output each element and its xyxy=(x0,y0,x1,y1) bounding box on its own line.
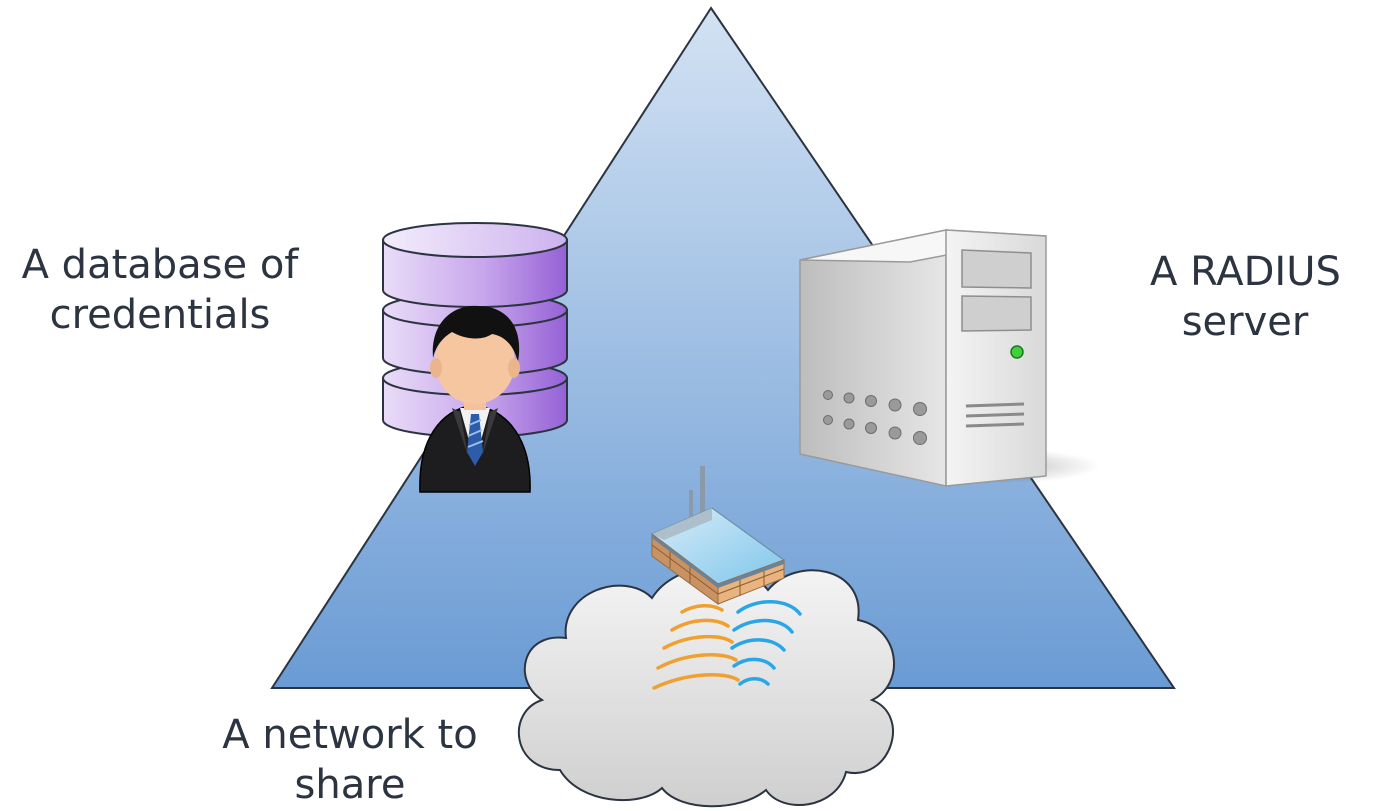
router-icon xyxy=(650,466,786,605)
cloud-icon xyxy=(517,566,895,808)
radius-label-line2: server xyxy=(1181,299,1309,345)
radius-server-label: A RADIUS server xyxy=(1150,247,1341,347)
radius-label-line1: A RADIUS xyxy=(1150,249,1341,295)
user-icon xyxy=(419,305,531,493)
server-icon xyxy=(799,229,1100,487)
wifi-signal-icon xyxy=(652,600,802,690)
network-label-line2: share xyxy=(294,762,406,808)
database-label: A database of credentials xyxy=(0,240,320,340)
network-label: A network to share xyxy=(200,710,500,810)
database-label-line2: credentials xyxy=(49,292,271,338)
network-label-line1: A network to xyxy=(222,712,478,758)
database-label-line1: A database of xyxy=(21,242,299,288)
